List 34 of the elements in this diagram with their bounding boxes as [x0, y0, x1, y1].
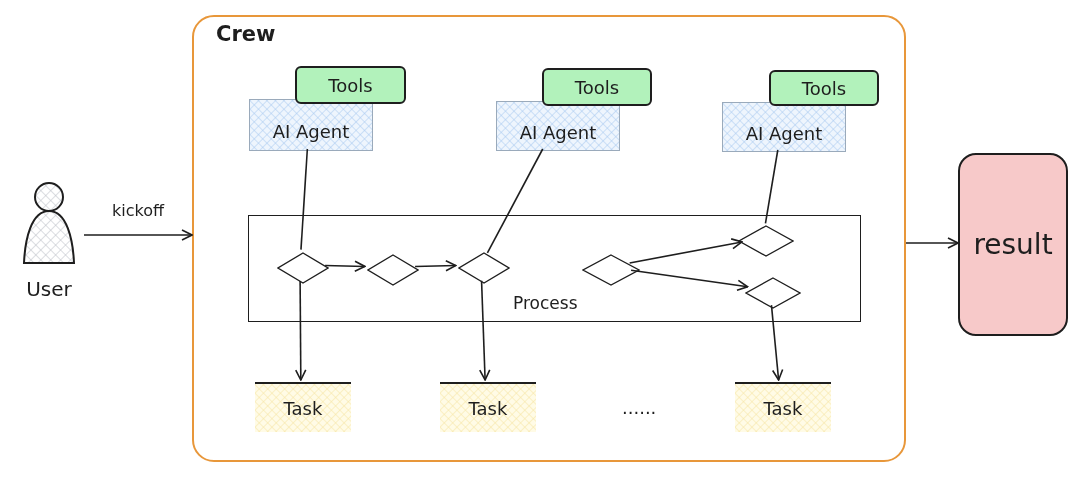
decision-diamond — [277, 252, 329, 284]
arrow — [905, 237, 959, 249]
arrow — [83, 229, 193, 241]
decision-diamond — [367, 254, 419, 286]
process-box — [248, 215, 861, 322]
tools-box: Tools — [295, 66, 406, 104]
arrow — [294, 280, 307, 381]
decision-diamond — [738, 225, 794, 257]
arrow — [770, 304, 784, 381]
arrow — [478, 279, 491, 381]
result-box: result — [958, 153, 1068, 336]
arrow — [414, 259, 457, 272]
tools-box: Tools — [542, 68, 652, 106]
connector-line — [764, 149, 779, 225]
decision-diamond — [582, 254, 640, 286]
decision-diamond — [745, 277, 801, 309]
agent-box: AI Agent — [249, 99, 373, 151]
user-label: User — [26, 276, 72, 303]
arrow — [628, 238, 743, 264]
crew-container — [192, 15, 906, 462]
connector-line — [300, 148, 309, 251]
task-box: Task — [440, 382, 536, 432]
container-title: Crew — [216, 21, 276, 48]
agent-box: AI Agent — [722, 102, 846, 152]
arrow — [630, 269, 749, 292]
decision-diamond — [458, 252, 510, 284]
process-label: Process — [513, 292, 578, 315]
tools-box: Tools — [769, 70, 879, 106]
ellipsis-label: ...... — [622, 396, 657, 420]
agent-box: AI Agent — [496, 101, 620, 151]
connector-line — [486, 148, 544, 254]
task-box: Task — [255, 382, 351, 432]
arrow — [324, 260, 366, 272]
task-box: Task — [735, 382, 831, 432]
